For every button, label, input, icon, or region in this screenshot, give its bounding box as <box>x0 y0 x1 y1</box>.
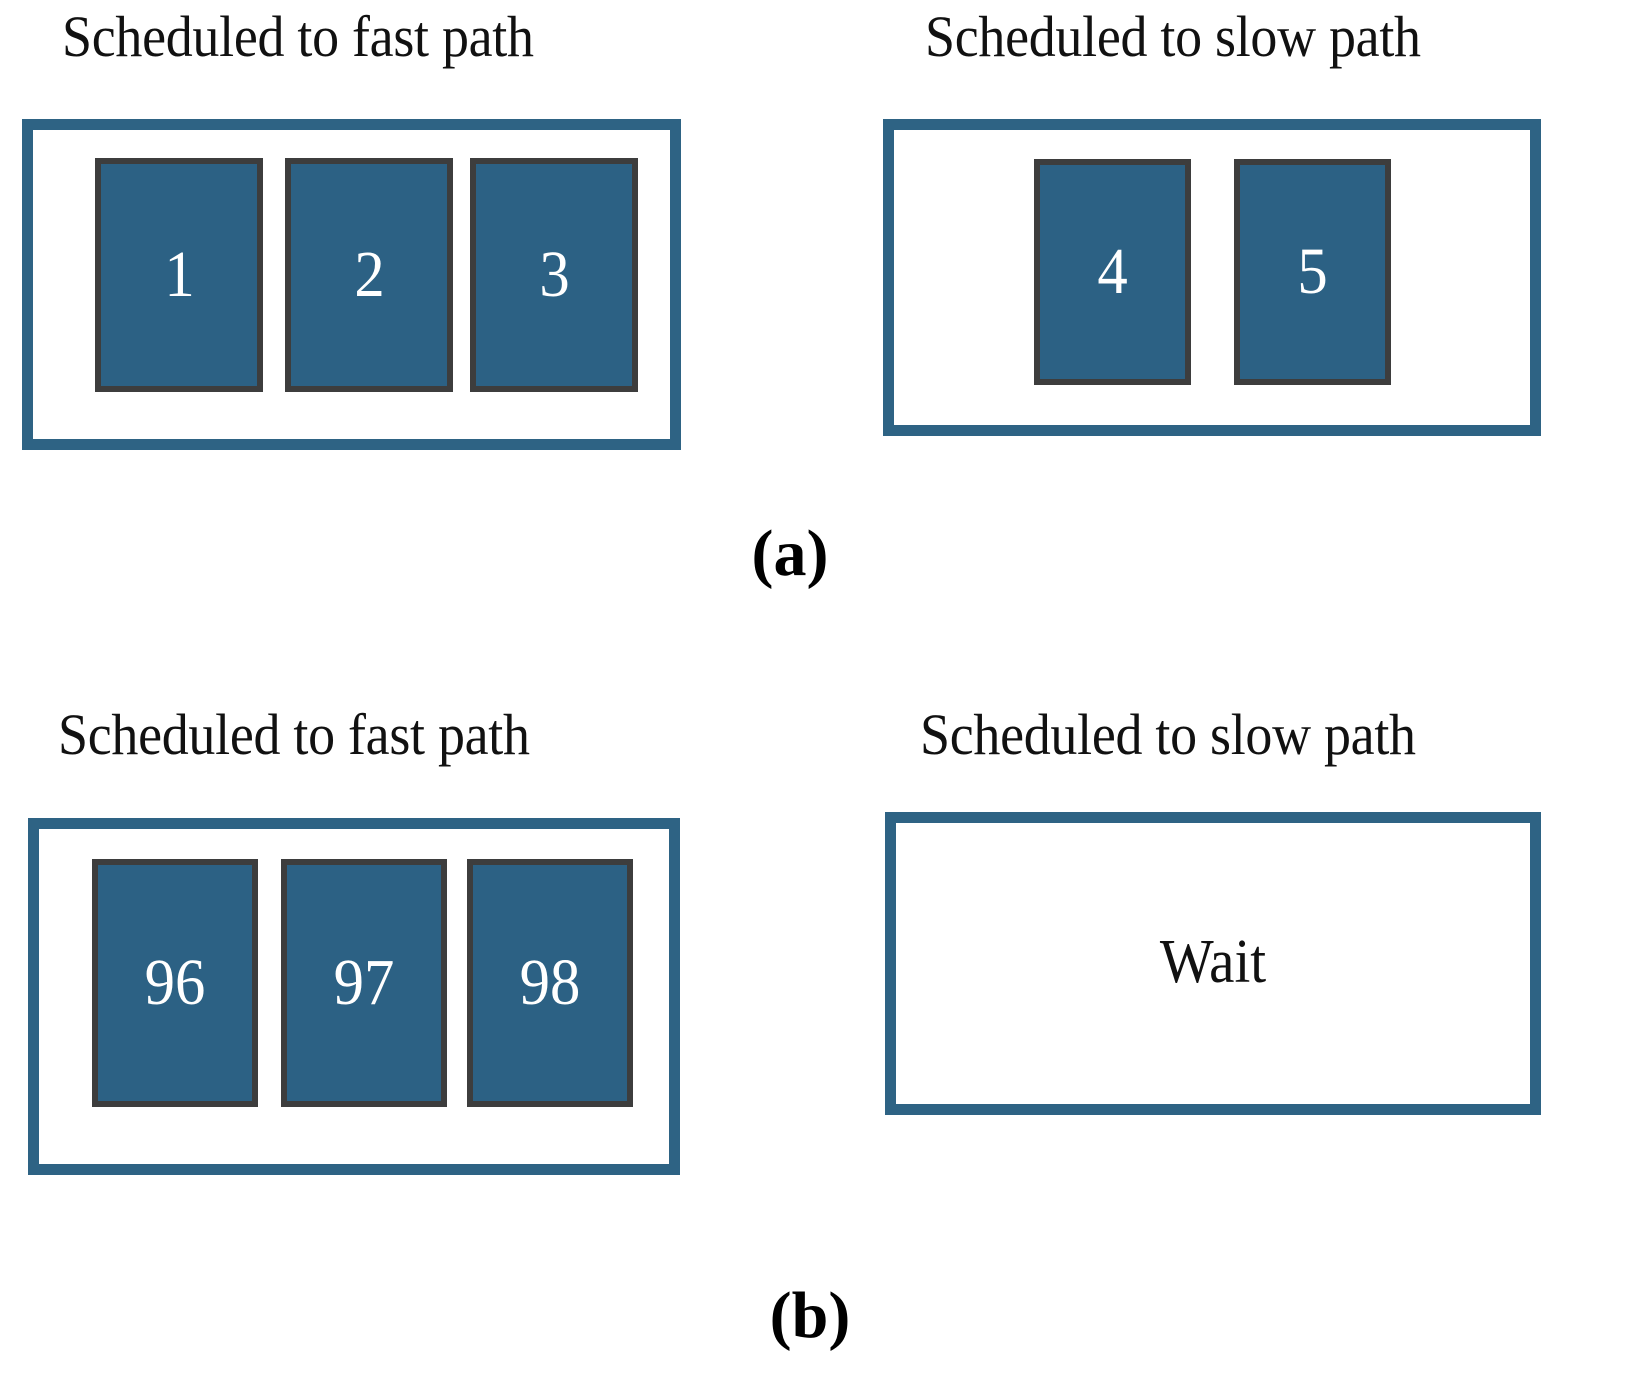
queue-panel-a-fast-path: 1 2 3 <box>22 119 681 450</box>
task-block-label: 5 <box>1297 235 1328 308</box>
queue-inner-a-fast-path: 1 2 3 <box>33 130 670 439</box>
queue-panel-b-slow-path: Wait <box>885 812 1541 1115</box>
heading-b-slow-path: Scheduled to slow path <box>920 702 1416 767</box>
task-block[interactable]: 97 <box>281 859 447 1107</box>
heading-a-fast-path: Scheduled to fast path <box>62 4 534 69</box>
queue-wait-label: Wait <box>1159 928 1267 996</box>
task-block-label: 96 <box>144 946 206 1019</box>
task-block-label: 98 <box>519 946 581 1019</box>
queue-inner-b-slow-path: Wait <box>896 823 1530 1104</box>
heading-b-fast-path: Scheduled to fast path <box>58 702 530 767</box>
task-block-label: 97 <box>333 946 395 1019</box>
queue-panel-b-fast-path: 96 97 98 <box>28 818 680 1175</box>
task-block-label: 1 <box>163 238 195 311</box>
queue-inner-b-fast-path: 96 97 98 <box>39 829 669 1164</box>
task-block-label: 3 <box>538 238 570 311</box>
queue-inner-a-slow-path: 4 5 <box>894 130 1530 425</box>
task-block-label: 4 <box>1097 235 1128 308</box>
task-block[interactable]: 98 <box>467 859 633 1107</box>
task-block[interactable]: 2 <box>285 158 453 392</box>
task-block[interactable]: 1 <box>95 158 263 392</box>
task-block[interactable]: 5 <box>1234 159 1391 385</box>
queue-panel-a-slow-path: 4 5 <box>883 119 1541 436</box>
subfigure-caption-b: (b) <box>769 1279 851 1352</box>
task-block[interactable]: 4 <box>1034 159 1191 385</box>
task-block[interactable]: 3 <box>470 158 638 392</box>
subfigure-caption-a: (a) <box>751 517 829 590</box>
task-block-label: 2 <box>353 238 385 311</box>
heading-a-slow-path: Scheduled to slow path <box>925 4 1421 69</box>
task-block[interactable]: 96 <box>92 859 258 1107</box>
